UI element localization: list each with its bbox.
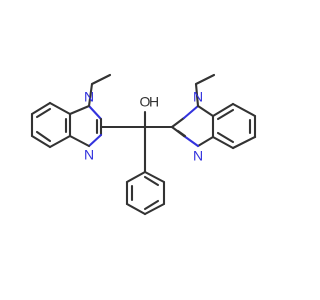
- nitrogen-left-upper-label: N: [84, 89, 94, 105]
- molecule-diagram: N N N N O H: [30, 73, 257, 216]
- right-benzene-ring: [211, 102, 257, 150]
- left-imidazole-ring: [68, 73, 112, 148]
- hydroxyl-hydrogen-label: H: [149, 94, 159, 110]
- left-benzene-ring: [30, 101, 72, 149]
- hydroxyl-group: O H: [140, 94, 160, 110]
- hydroxyl-oxygen-label: O: [140, 94, 151, 110]
- nitrogen-right-upper-label: N: [193, 89, 203, 105]
- diagram-canvas: N N N N O H: [30, 73, 257, 216]
- right-imidazole-ring: [170, 73, 216, 148]
- central-carbon-bonds: [99, 110, 174, 174]
- phenyl-ring: [125, 170, 166, 216]
- nitrogen-left-lower-label: N: [84, 147, 94, 163]
- nitrogen-right-lower-label: N: [193, 148, 203, 164]
